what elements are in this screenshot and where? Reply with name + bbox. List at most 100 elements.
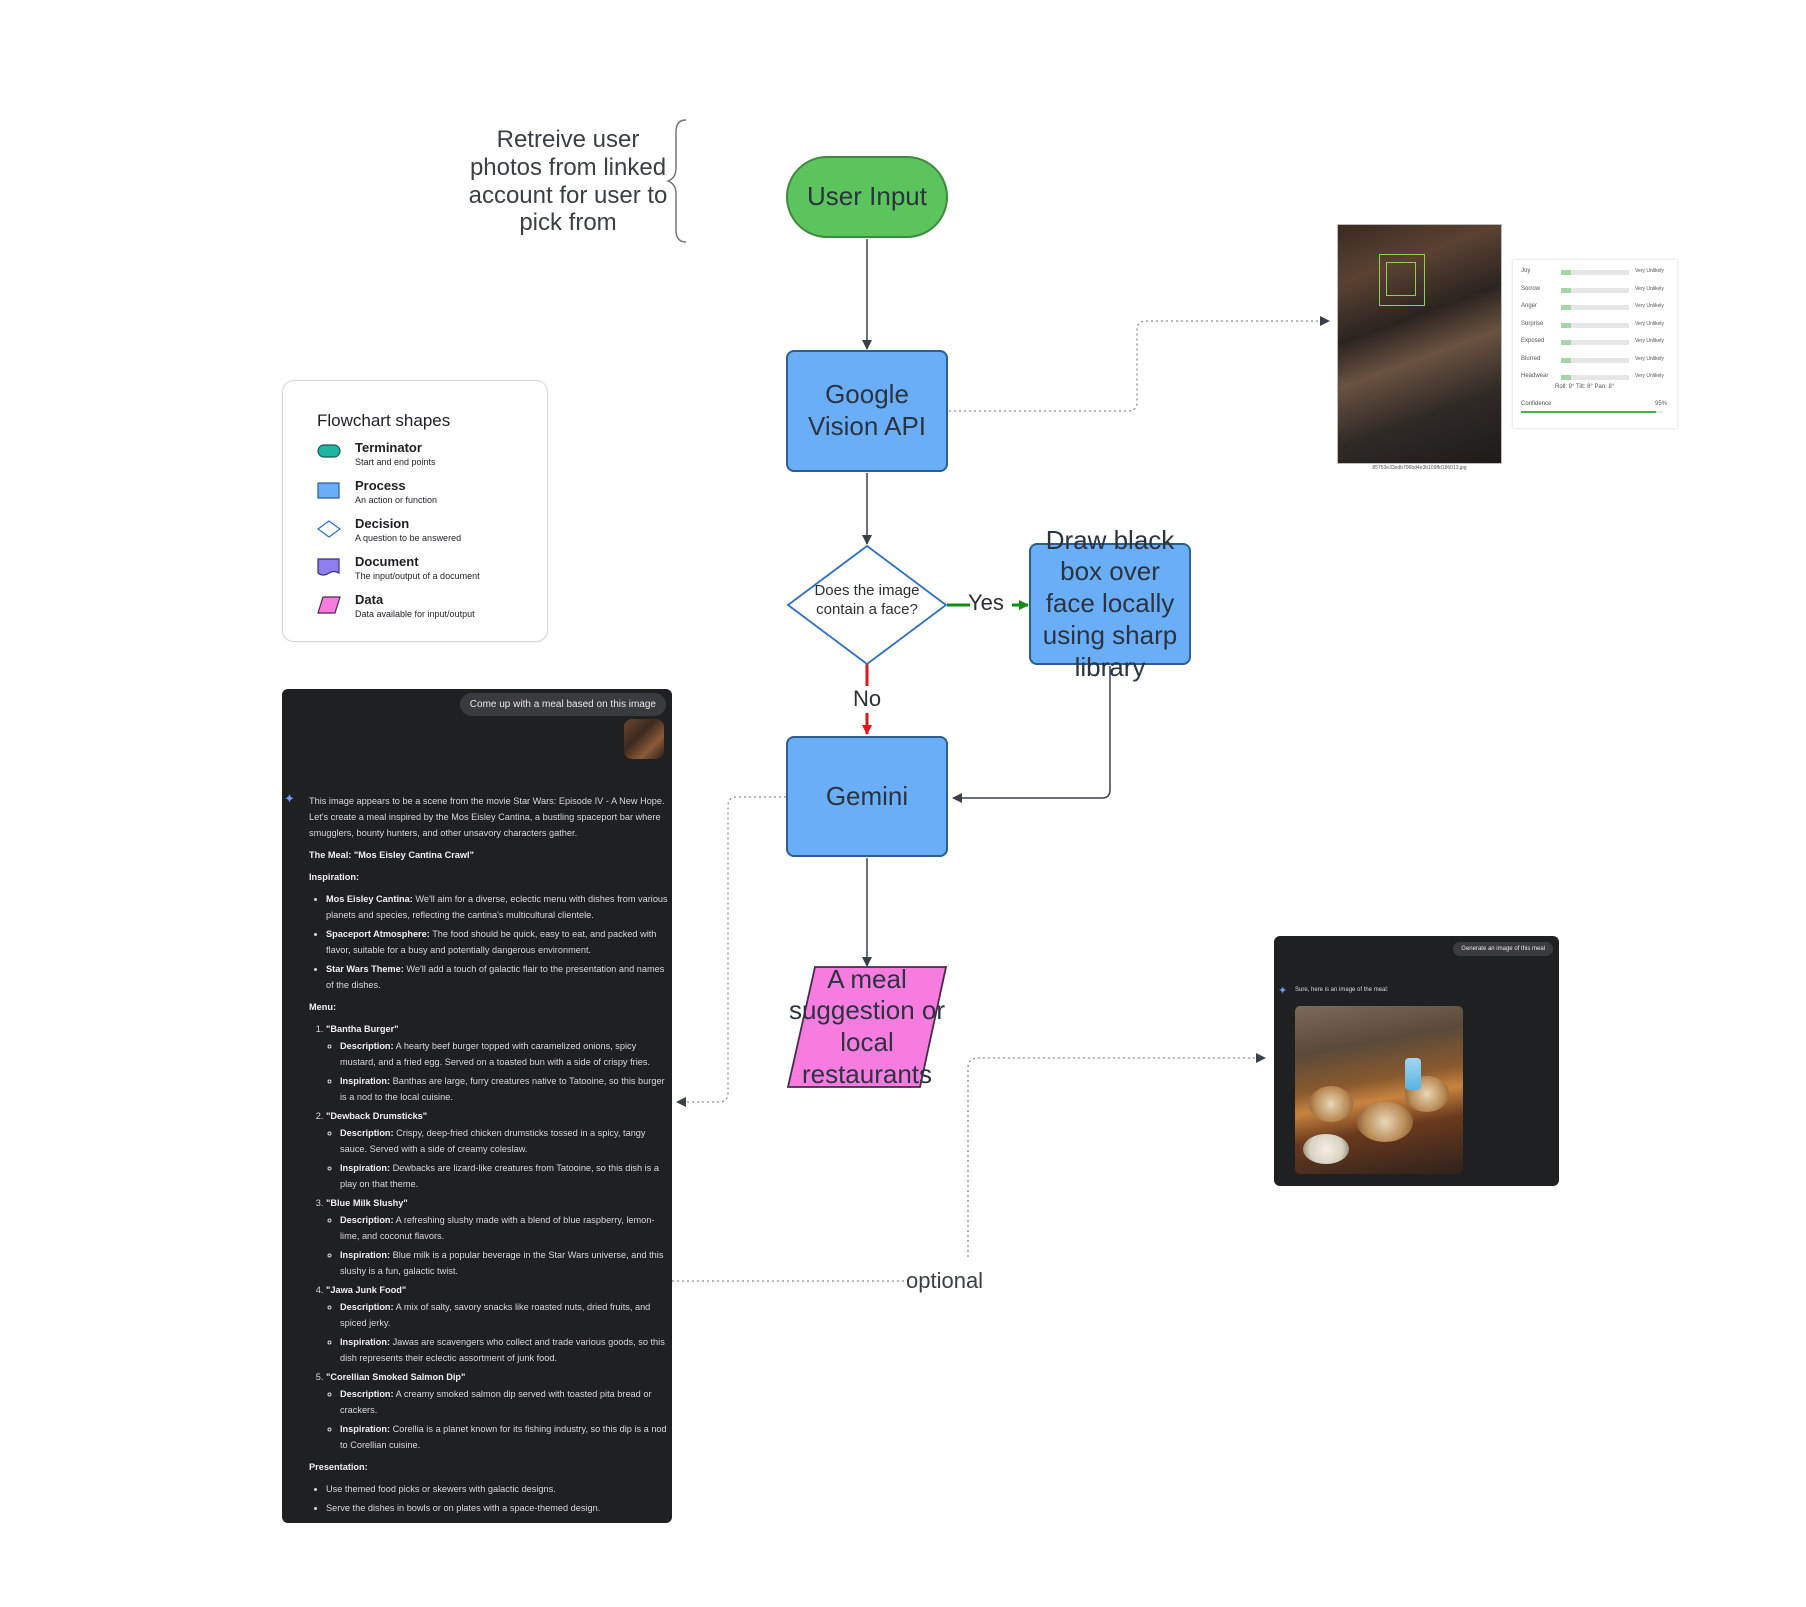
chat-response: This image appears to be a scene from th… (309, 793, 669, 1522)
legend-item-decision: Decision A question to be answered (317, 516, 537, 552)
brace (666, 119, 687, 243)
vision-face-photo (1337, 224, 1502, 464)
likelihood-value: Very Unlikely (1635, 320, 1664, 327)
likelihood-bar-fill (1561, 340, 1572, 345)
legend-item-terminator: Terminator Start and end points (317, 440, 537, 476)
terminator-swatch-icon (317, 444, 341, 458)
likelihood-value: Very Unlikely (1635, 355, 1664, 362)
legend-name: Decision (355, 516, 410, 531)
menu-item: "Bantha Burger" Description: A hearty be… (326, 1021, 669, 1105)
menu-item: "Corellian Smoked Salmon Dip" Descriptio… (326, 1369, 669, 1453)
likelihood-value: Very Unlikely (1635, 268, 1664, 274)
legend-title: Flowchart shapes (317, 411, 451, 430)
legend-item-data: Data Data available for input/output (317, 592, 537, 628)
face-bounding-box (1379, 254, 1425, 306)
likelihood-label: Exposed (1521, 338, 1545, 344)
likelihood-label: Joy (1521, 268, 1531, 274)
vision-likelihood-row: Headwear Very Unlikely (1521, 371, 1671, 385)
chat-intro: This image appears to be a scene from th… (309, 796, 665, 838)
chat-prompt-bubble: Come up with a meal based on this image (459, 693, 666, 716)
process-swatch-icon (317, 482, 340, 499)
no-label: No (853, 686, 882, 711)
chat-inspiration-label: Inspiration: (309, 872, 360, 882)
likelihood-label: Sorrow (1521, 285, 1541, 292)
legend-item-process: Process An action or function (317, 478, 537, 514)
decision-label[interactable]: Does the image contain a face? (814, 582, 920, 618)
data-shape (786, 966, 948, 1088)
user-input-terminator[interactable]: User Input (786, 156, 948, 238)
likelihood-label: Headwear (1521, 373, 1549, 379)
generated-meal-image[interactable] (1295, 1006, 1463, 1174)
meal-suggestion-data[interactable]: A meal suggestion or local restaurants (788, 963, 946, 1089)
chat-presentation-list: Use themed food picks or skewers with ga… (309, 1481, 669, 1516)
likelihood-label: Surprise (1521, 320, 1544, 327)
chat-menu-list: "Bantha Burger" Description: A hearty be… (309, 1021, 669, 1453)
menu-item: "Blue Milk Slushy" Description: A refres… (326, 1195, 669, 1279)
decision-swatch-icon (317, 520, 341, 538)
google-vision-process[interactable]: Google Vision API (786, 350, 948, 472)
legend-desc: The input/output of a document (355, 571, 480, 581)
chat-meal-label: The Meal: "Mos Eisley Cantina Crawl" (309, 850, 474, 860)
likelihood-bar (1561, 375, 1629, 380)
vision-angles: Roll: 9° Tilt: 8° Pan: 8° (1555, 384, 1615, 390)
edge-vision-to-result (949, 316, 1330, 412)
chat-presentation-label: Presentation: (309, 1462, 368, 1472)
optional-label: optional (906, 1268, 984, 1294)
vision-filename: 85753e33edb706bd4e3b109ffd186013.jpg (1372, 465, 1467, 471)
legend-desc: Data available for input/output (355, 609, 475, 619)
legend-name: Data (355, 592, 384, 607)
likelihood-value: Very Unlikely (1635, 303, 1664, 309)
edge-gemini-to-chat (676, 796, 786, 1107)
note-text: Retreive user photos from linked account… (468, 126, 668, 237)
vision-likelihood-row: Joy Very Unlikely (1521, 266, 1671, 280)
likelihood-label: Blurred (1521, 355, 1541, 362)
list-item: Star Wars Theme: We'll add a touch of ga… (326, 961, 669, 993)
likelihood-bar (1561, 357, 1629, 363)
legend-name: Document (355, 554, 419, 569)
gemini-sparkle-icon: ✦ (284, 791, 295, 806)
likelihood-value: Very Unlikely (1635, 338, 1664, 344)
likelihood-bar (1561, 270, 1629, 275)
menu-item: "Dewback Drumsticks" Description: Crispy… (326, 1108, 669, 1192)
yes-label: Yes (968, 590, 1004, 615)
likelihood-bar-fill (1561, 270, 1572, 275)
gemini-process[interactable]: Gemini (786, 736, 948, 857)
menu-item: "Jawa Junk Food" Description: A mix of s… (326, 1282, 669, 1366)
legend-desc: An action or function (355, 495, 438, 505)
confidence-label: Confidence (1521, 401, 1552, 407)
likelihood-value: Very Unlikely (1635, 373, 1664, 379)
draw-box-process[interactable]: Draw black box over face locally using s… (1029, 525, 1191, 682)
vision-likelihood-row: Anger Very Unlikely (1521, 301, 1671, 315)
legend-desc: A question to be answered (355, 533, 462, 543)
vision-likelihood-row: Surprise Very Unlikely (1521, 319, 1671, 333)
list-item: Serve the dishes in bowls or on plates w… (326, 1500, 669, 1516)
list-item: Spaceport Atmosphere: The food should be… (326, 926, 669, 958)
likelihood-bar (1561, 340, 1629, 345)
confidence-value: 95% (1654, 401, 1667, 407)
list-item: Use themed food picks or skewers with ga… (326, 1481, 669, 1497)
confidence-bar (1521, 411, 1663, 413)
confidence-bar-fill (1521, 411, 1656, 413)
chat-attached-image[interactable] (624, 719, 664, 759)
legend-desc: Start and end points (355, 457, 436, 467)
gemini-chat-panel: Come up with a meal based on this image … (282, 689, 672, 1523)
legend-name: Terminator (355, 440, 422, 455)
face-landmark-box (1386, 262, 1416, 296)
document-swatch-icon (317, 558, 340, 576)
likelihood-bar-fill (1561, 322, 1572, 328)
likelihood-bar (1561, 305, 1629, 310)
decision-shape (786, 544, 948, 666)
vision-likelihood-row: Exposed Very Unlikely (1521, 336, 1671, 350)
gemini-sparkle-icon: ✦ (1278, 985, 1288, 997)
likelihood-label: Anger (1521, 303, 1538, 309)
generated-image-panel: Generate an image of this meal ✦ Sure, h… (1274, 936, 1559, 1186)
chat-menu-label: Menu: (309, 1002, 337, 1012)
gen-prompt-bubble: Generate an image of this meal (1453, 942, 1553, 956)
edge-chat-to-gen-b (967, 1053, 1266, 1257)
likelihood-bar-fill (1561, 375, 1572, 380)
vision-likelihood-row: Blurred Very Unlikely (1521, 354, 1671, 368)
likelihood-bar (1561, 322, 1629, 328)
